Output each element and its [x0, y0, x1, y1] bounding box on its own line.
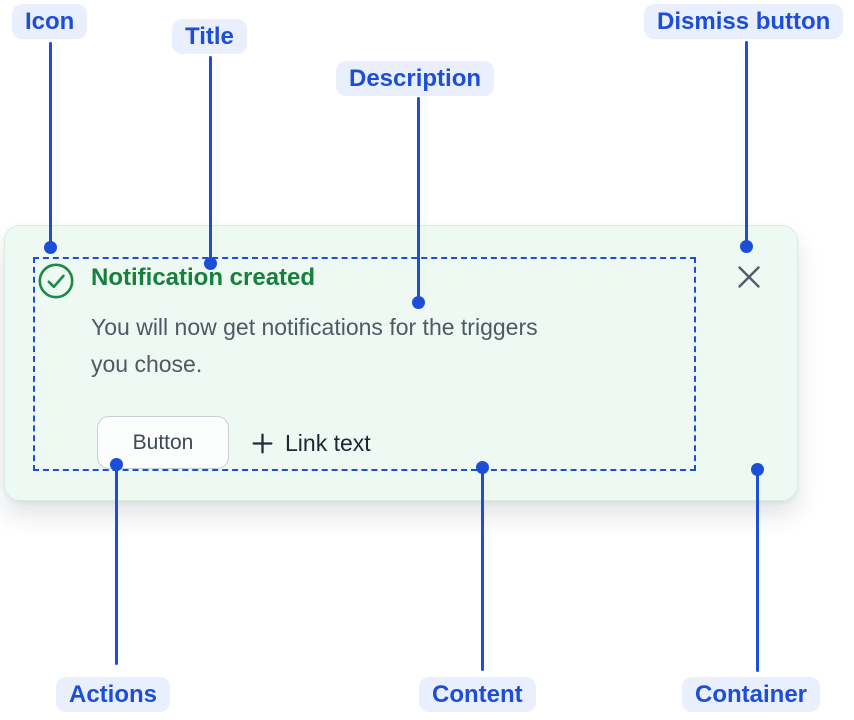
annotation-label-title: Title	[172, 19, 247, 54]
notification-title: Notification created	[91, 264, 316, 291]
annotation-label-description: Description	[336, 61, 495, 96]
content-region-outline	[33, 257, 696, 471]
plus-icon	[252, 433, 273, 453]
annotation-label-content: Content	[419, 677, 536, 712]
close-icon	[738, 266, 760, 288]
notification-link-action[interactable]: Link text	[251, 429, 371, 457]
notification-action-button[interactable]: Button	[97, 416, 229, 469]
annotation-label-container: Container	[682, 677, 821, 712]
annotation-line-dismiss-button	[745, 41, 748, 247]
description-line: you chose.	[91, 351, 203, 377]
annotation-label-icon: Icon	[12, 4, 88, 39]
dismiss-button[interactable]	[731, 259, 767, 295]
notification-description: You will now get notifications for the t…	[91, 309, 538, 383]
check-circle-icon	[38, 263, 74, 299]
annotation-line-icon	[49, 42, 52, 248]
link-label: Link text	[285, 429, 371, 456]
annotation-label-actions: Actions	[56, 677, 171, 712]
annotation-label-dismiss-button: Dismiss button	[644, 4, 844, 39]
notification-container: Notification created You will now get no…	[4, 225, 798, 501]
description-line: You will now get notifications for the t…	[91, 314, 538, 340]
